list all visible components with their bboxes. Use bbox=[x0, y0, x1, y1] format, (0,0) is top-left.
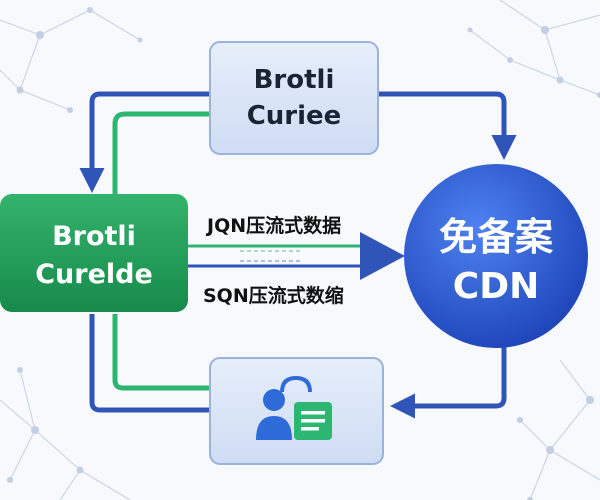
top-node-line1: Brotli bbox=[254, 65, 335, 95]
user-document-icon bbox=[256, 375, 332, 440]
left-node-line1: Brotli bbox=[52, 221, 136, 252]
data-flow-arrow bbox=[188, 232, 405, 280]
edge-label-lower: SQN压流式数缩 bbox=[203, 284, 344, 307]
arrow-left-to-bottom-blue bbox=[89, 314, 210, 413]
top-node-box[interactable]: Brotli Curiee bbox=[209, 41, 379, 155]
cdn-node-line2: CDN bbox=[453, 266, 539, 307]
green-connector-top bbox=[112, 111, 210, 196]
left-node-line2: Curelde bbox=[35, 259, 153, 290]
bottom-node-box[interactable] bbox=[209, 357, 384, 465]
arrow-cdn-to-bottom bbox=[390, 345, 507, 419]
top-node-line2: Curiee bbox=[247, 101, 342, 131]
green-connector-bottom bbox=[112, 314, 210, 391]
cdn-node-circle[interactable]: 免备案 CDN bbox=[404, 164, 588, 348]
arrow-top-to-left bbox=[79, 91, 210, 193]
left-node-box[interactable]: Brotli Curelde bbox=[0, 194, 188, 312]
arrow-top-to-cdn bbox=[378, 91, 517, 160]
cdn-node-line1: 免备案 bbox=[439, 215, 554, 259]
edge-label-upper: JQN压流式数据 bbox=[205, 214, 341, 237]
